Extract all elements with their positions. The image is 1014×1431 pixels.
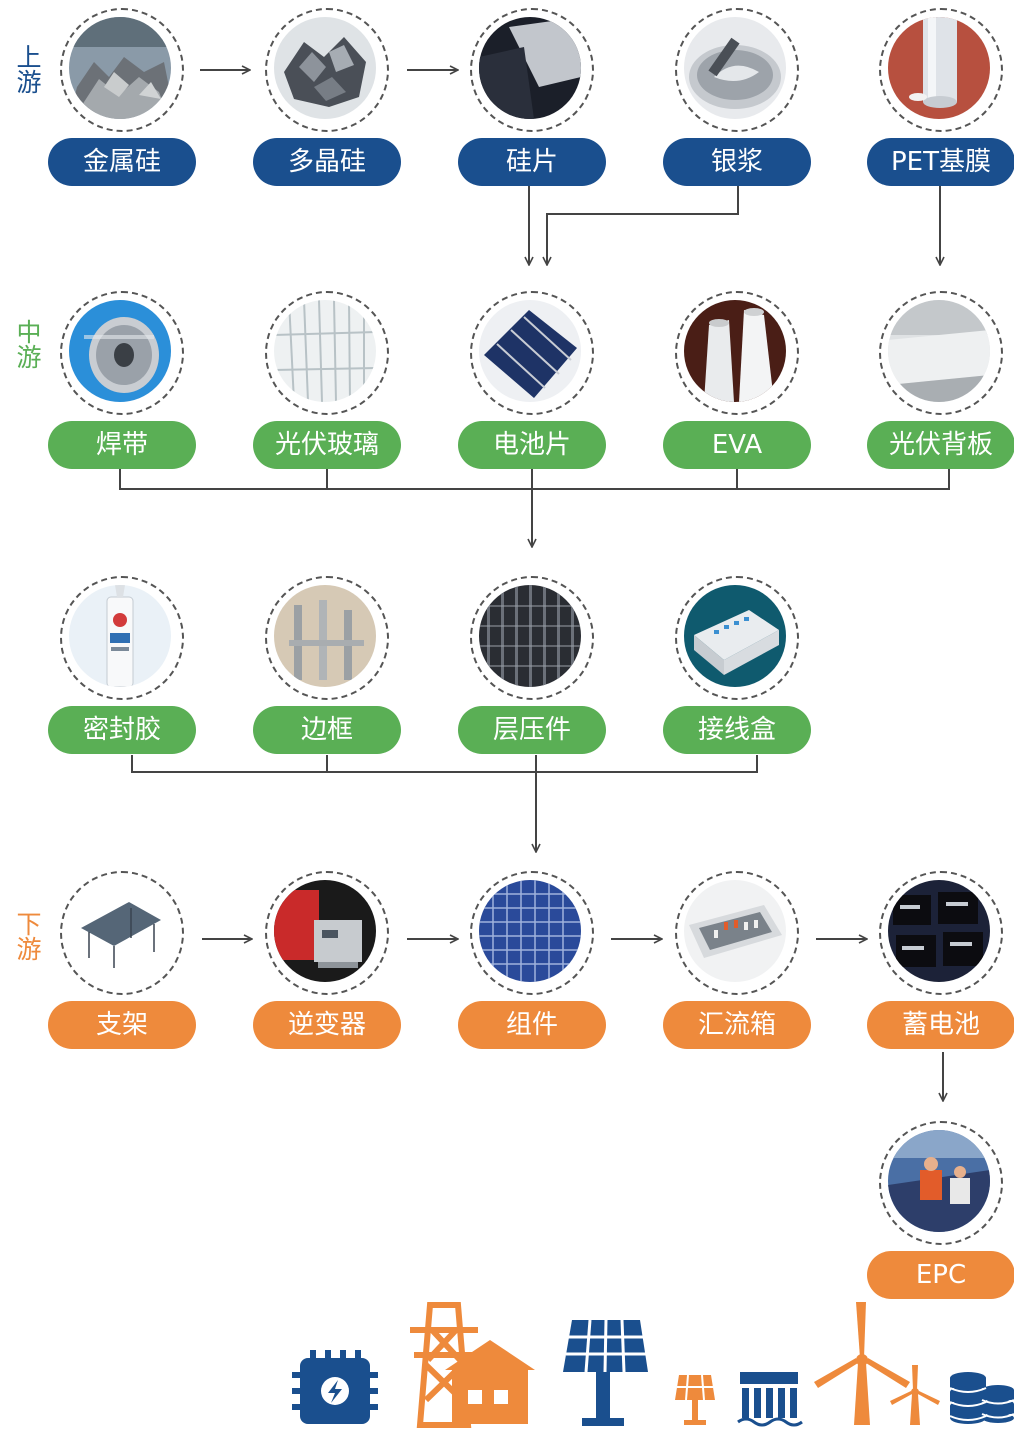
pet-film-photo [888, 17, 990, 119]
image-frame [879, 8, 1003, 132]
label-epc: EPC [867, 1251, 1014, 1299]
image-frame [265, 8, 389, 132]
image-frame [675, 8, 799, 132]
node-mifengjiao: 密封胶 [48, 576, 198, 756]
solar-panel-large-icon [563, 1319, 648, 1426]
stage-label-downstream: 下游 [16, 910, 42, 964]
arrow-yinjiang-dianchipian [547, 180, 739, 265]
stage-label-midstream: 中游 [16, 318, 42, 372]
node-jiexianhe: 接线盒 [663, 576, 813, 756]
image-frame [265, 871, 389, 995]
power-chip-icon [292, 1350, 378, 1424]
node-epc: EPC [867, 1121, 1014, 1301]
image-frame [265, 291, 389, 415]
node-jinshugui: 金属硅 [48, 8, 198, 188]
solar-panel-small-icon [675, 1374, 715, 1425]
image-frame [470, 8, 594, 132]
image-frame [470, 576, 594, 700]
image-frame [60, 576, 184, 700]
laminate-photo [479, 585, 581, 687]
node-pet: PET基膜 [867, 8, 1014, 188]
node-guipian: 硅片 [458, 8, 608, 188]
battery-photo [888, 880, 990, 982]
label-zhijia: 支架 [48, 1001, 196, 1049]
node-nibianqi: 逆变器 [253, 871, 403, 1051]
battery-stack-icon [949, 1372, 1014, 1424]
image-frame [60, 8, 184, 132]
stage-label-upstream: 上游 [16, 43, 42, 97]
node-duojinggui: 多晶硅 [253, 8, 403, 188]
hydro-dam-icon [737, 1372, 803, 1427]
node-biankuang: 边框 [253, 576, 403, 756]
label-guipian: 硅片 [458, 138, 606, 186]
node-handai: 焊带 [48, 291, 198, 471]
label-jiexianhe: 接线盒 [663, 706, 811, 754]
label-pet: PET基膜 [867, 138, 1014, 186]
node-guangfubeiban: 光伏背板 [867, 291, 1014, 471]
image-frame [879, 291, 1003, 415]
silver-paste-photo [684, 17, 786, 119]
junction-box-photo [684, 585, 786, 687]
transmission-tower-house-icon [410, 1302, 478, 1428]
solder-ribbon-photo [69, 300, 171, 402]
image-frame [675, 871, 799, 995]
pv-module-photo [479, 880, 581, 982]
node-dianchipian: 电池片 [458, 291, 608, 471]
node-zujian: 组件 [458, 871, 608, 1051]
label-mifengjiao: 密封胶 [48, 706, 196, 754]
node-yinjiang: 银浆 [663, 8, 813, 188]
sealant-photo [69, 585, 171, 687]
combiner-box-photo [684, 880, 786, 982]
label-zujian: 组件 [458, 1001, 606, 1049]
pv-glass-photo [274, 300, 376, 402]
node-cengyajian: 层压件 [458, 576, 608, 756]
image-frame [60, 871, 184, 995]
label-huiliuxiang: 汇流箱 [663, 1001, 811, 1049]
image-frame [60, 291, 184, 415]
epc-workers-photo [888, 1130, 990, 1232]
mounting-bracket-photo [69, 880, 171, 982]
image-frame [265, 576, 389, 700]
label-xudianchi: 蓄电池 [867, 1001, 1014, 1049]
image-frame [879, 1121, 1003, 1245]
solar-cell-photo [479, 300, 581, 402]
house-icon [445, 1340, 535, 1424]
label-handai: 焊带 [48, 421, 196, 469]
image-frame [470, 871, 594, 995]
wind-turbine-icon [814, 1302, 940, 1425]
node-eva: EVA [663, 291, 813, 471]
node-xudianchi: 蓄电池 [867, 871, 1014, 1051]
label-cengyajian: 层压件 [458, 706, 606, 754]
silicon-wafer-photo [479, 17, 581, 119]
label-biankuang: 边框 [253, 706, 401, 754]
label-nibianqi: 逆变器 [253, 1001, 401, 1049]
merge-components [131, 755, 758, 852]
node-zhijia: 支架 [48, 871, 198, 1051]
metal-silicon-photo [69, 17, 171, 119]
node-huiliuxiang: 汇流箱 [663, 871, 813, 1051]
image-frame [879, 871, 1003, 995]
label-guangfuboli: 光伏玻璃 [253, 421, 401, 469]
label-yinjiang: 银浆 [663, 138, 811, 186]
label-dianchipian: 电池片 [458, 421, 606, 469]
label-guangfubeiban: 光伏背板 [867, 421, 1014, 469]
image-frame [675, 291, 799, 415]
label-jinshugui: 金属硅 [48, 138, 196, 186]
eva-film-photo [684, 300, 786, 402]
frame-photo [274, 585, 376, 687]
merge-midstream [119, 465, 950, 547]
label-eva: EVA [663, 421, 811, 469]
label-duojinggui: 多晶硅 [253, 138, 401, 186]
image-frame [470, 291, 594, 415]
node-guangfuboli: 光伏玻璃 [253, 291, 403, 471]
image-frame [675, 576, 799, 700]
polysilicon-photo [274, 17, 376, 119]
